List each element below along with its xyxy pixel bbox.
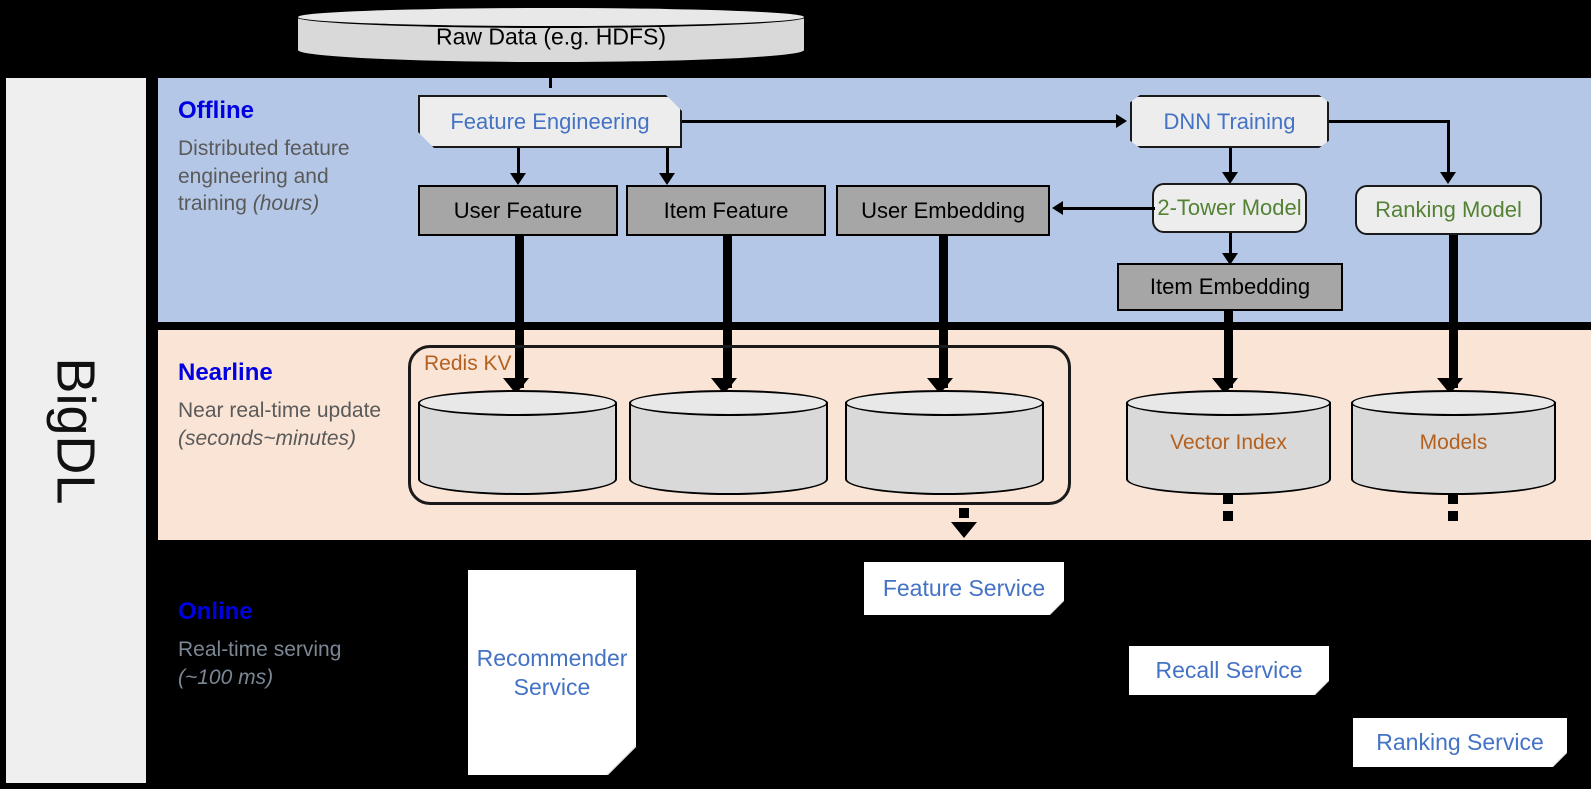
models-label: Models	[1419, 430, 1488, 454]
bigdl-sidebar: BigDL	[6, 78, 146, 783]
store-user-embedding[interactable]	[845, 390, 1044, 495]
edge-dnn-to-ranking-h	[1329, 120, 1449, 123]
offline-subtitle: Distributed feature engineering and trai…	[178, 137, 350, 216]
node-recommender-service[interactable]: Recommender Service	[468, 570, 636, 775]
recall-service-label: Recall Service	[1155, 657, 1303, 684]
cylinder-body	[845, 402, 1044, 495]
arrowhead-fe-to-dnn	[1116, 114, 1127, 128]
node-two-tower-model[interactable]: 2-Tower Model	[1152, 183, 1307, 233]
cylinder-top	[1126, 390, 1331, 416]
two-tower-model-label: 2-Tower Model	[1157, 195, 1302, 220]
user-feature-label: User Feature	[453, 197, 583, 223]
feed-userfeature	[515, 236, 524, 388]
feature-engineering-label: Feature Engineering	[450, 108, 650, 134]
vector-index-label: Vector Index	[1170, 430, 1287, 454]
feature-service-label: Feature Service	[882, 575, 1046, 602]
online-subtitle: Real-time serving (~100 ms)	[178, 638, 342, 689]
node-user-feature[interactable]: User Feature	[418, 185, 618, 236]
redis-kv-label: Redis KV	[424, 352, 512, 375]
cylinder-top	[1351, 390, 1556, 416]
node-item-feature[interactable]: Item Feature	[626, 185, 826, 236]
online-caption: Online Real-time serving (~100 ms)	[178, 598, 388, 691]
recommender-service-label: Recommender Service	[476, 644, 628, 700]
arrowhead-dnn-to-twotower	[1222, 172, 1238, 184]
arrowhead-twotower-to-userembedding	[1052, 201, 1063, 215]
edge-fe-to-dnn	[682, 120, 1116, 123]
nearline-subtitle: Near real-time update (seconds~minutes)	[178, 399, 382, 450]
nearline-title: Nearline	[178, 359, 273, 386]
store-user-feature[interactable]	[418, 390, 617, 495]
arrowhead-to-feature-service	[951, 522, 977, 538]
user-embedding-label: User Embedding	[861, 197, 1025, 223]
arrowhead-fe-to-itemfeature	[659, 173, 675, 185]
online-title: Online	[178, 598, 253, 625]
redis-kv-container	[408, 345, 1071, 505]
cylinder-top	[845, 390, 1044, 416]
arrowhead-dnn-to-ranking	[1440, 172, 1456, 184]
arrowhead-rawdata-to-fe	[538, 62, 564, 78]
bigdl-label: BigDL	[46, 356, 107, 505]
arrowhead-twotower-to-itemembedding	[1222, 253, 1238, 265]
node-recall-service[interactable]: Recall Service	[1129, 646, 1329, 695]
dotlink-feature-service	[959, 508, 969, 525]
node-ranking-model[interactable]: Ranking Model	[1355, 185, 1542, 235]
dnn-training-label: DNN Training	[1163, 108, 1296, 134]
edge-dnn-to-ranking-v	[1447, 120, 1450, 178]
cylinder-top	[629, 390, 828, 416]
dotlink-recall-service	[1223, 494, 1233, 528]
cylinder-body	[1126, 402, 1331, 495]
store-vector-index[interactable]: Vector Index	[1126, 390, 1331, 495]
edge-twotower-to-userembedding	[1063, 207, 1155, 210]
cylinder-body	[629, 402, 828, 495]
edge-dnn-to-twotower	[1229, 148, 1232, 178]
node-feature-service[interactable]: Feature Service	[864, 562, 1064, 615]
node-ranking-service[interactable]: Ranking Service	[1353, 718, 1567, 767]
cylinder-top	[296, 6, 806, 28]
cylinder-top	[418, 390, 617, 416]
nearline-caption: Nearline Near real-time update (seconds~…	[178, 359, 388, 452]
raw-data-label: Raw Data (e.g. HDFS)	[435, 23, 667, 50]
feed-itemfeature	[723, 236, 732, 388]
store-models[interactable]: Models	[1351, 390, 1556, 495]
edge-fe-to-itemfeature	[666, 148, 669, 180]
node-feature-engineering[interactable]: Feature Engineering	[418, 95, 682, 148]
arrowhead-fe-to-userfeature	[510, 173, 526, 185]
dotlink-ranking-service	[1448, 494, 1458, 528]
item-embedding-label: Item Embedding	[1149, 274, 1311, 299]
node-item-embedding[interactable]: Item Embedding	[1117, 263, 1343, 311]
feed-itemembedding	[1224, 311, 1233, 388]
store-item-feature[interactable]	[629, 390, 828, 495]
ranking-model-label: Ranking Model	[1375, 197, 1522, 222]
cylinder-body	[1351, 402, 1556, 495]
raw-data-store: Raw Data (e.g. HDFS)	[296, 6, 806, 64]
node-user-embedding[interactable]: User Embedding	[836, 185, 1050, 236]
feed-rankingmodel	[1449, 235, 1458, 388]
item-feature-label: Item Feature	[663, 197, 789, 223]
ranking-service-label: Ranking Service	[1376, 729, 1544, 756]
offline-caption: Offline Distributed feature engineering …	[178, 97, 388, 218]
node-dnn-training[interactable]: DNN Training	[1130, 95, 1329, 148]
edge-fe-to-userfeature	[517, 148, 520, 180]
edge-twotower-to-itemembedding	[1229, 233, 1232, 261]
cylinder-body	[418, 402, 617, 495]
feed-userembedding	[939, 236, 948, 388]
offline-title: Offline	[178, 97, 254, 124]
